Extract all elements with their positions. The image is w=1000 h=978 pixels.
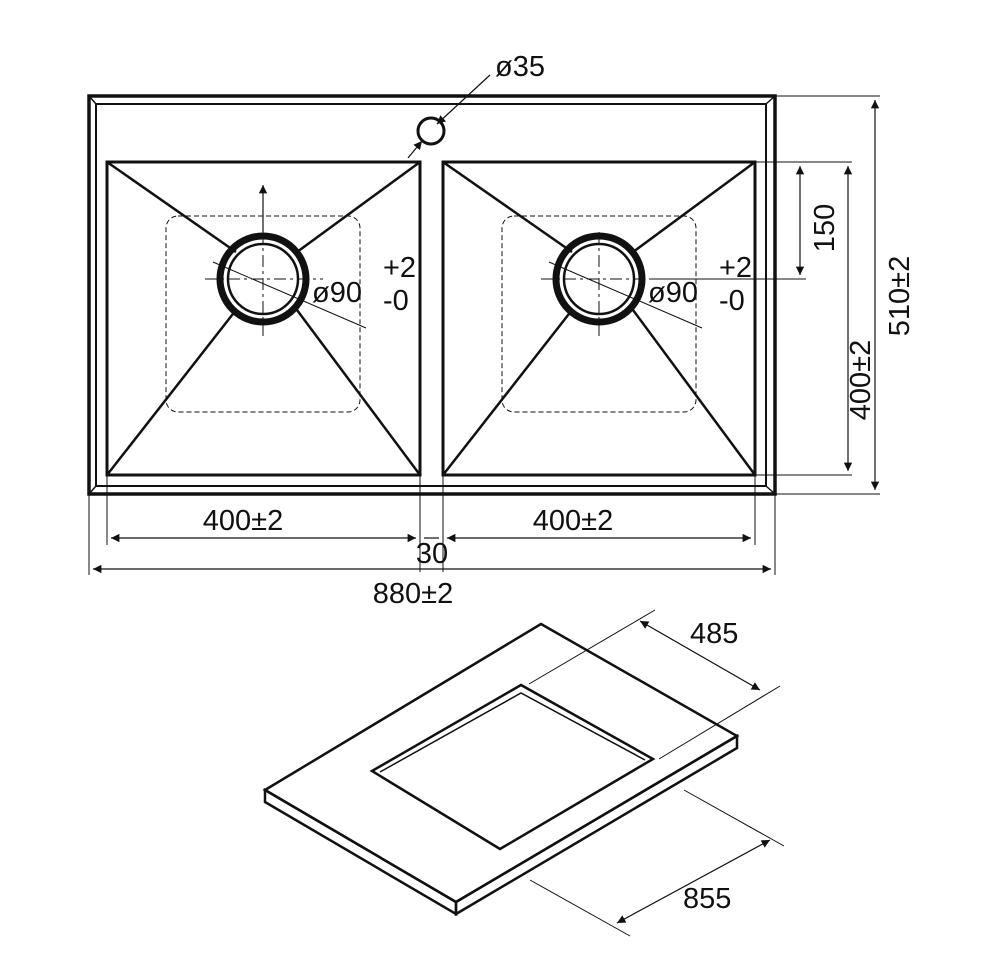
- countertop-isometric-view: [262, 609, 785, 937]
- sink-cutout-opening: [369, 683, 656, 851]
- left-tolerance-plus-label: +2: [383, 252, 416, 284]
- overall-height-label: 510±2: [884, 256, 916, 336]
- left-tolerance-minus-label: -0: [383, 285, 409, 317]
- countertop-right-edge: [454, 733, 739, 917]
- cutout-width-label: 855: [683, 883, 731, 915]
- tap-hole: [416, 116, 446, 146]
- right-tolerance-plus-label: +2: [719, 252, 752, 284]
- depth-offset-label: 150: [809, 204, 841, 252]
- countertop-front-edge: [263, 787, 458, 917]
- right-bowl: [441, 160, 757, 477]
- divider-width-label: 30: [416, 538, 448, 570]
- countertop-top-face: [262, 622, 740, 904]
- sink-top-view: [87, 74, 880, 575]
- right-bowl-width-label: 400±2: [533, 505, 613, 537]
- overall-width-label: 880±2: [373, 578, 453, 610]
- left-bowl: [105, 160, 422, 477]
- tap-hole-diameter-label: ø35: [495, 51, 545, 83]
- bowl-height-label: 400±2: [845, 340, 877, 420]
- left-bowl-width-label: 400±2: [203, 505, 283, 537]
- left-drain-diameter-label: ø90: [312, 277, 362, 309]
- cutout-depth-label: 485: [690, 618, 738, 650]
- right-tolerance-minus-label: -0: [719, 285, 745, 317]
- right-drain-diameter-label: ø90: [648, 277, 698, 309]
- sink-outer-rim: [87, 94, 777, 496]
